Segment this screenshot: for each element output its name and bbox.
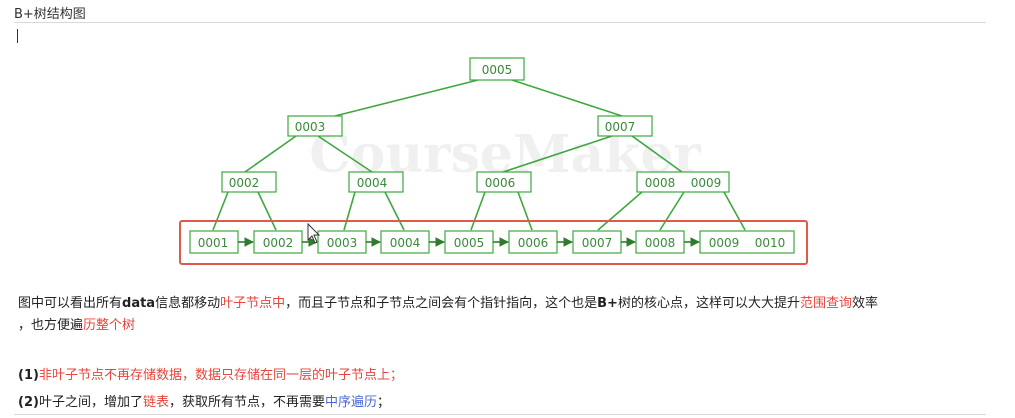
leaf-node-6: 0006 [508,230,558,254]
leaf-node-1-label: 0001 [198,236,229,250]
list-item-2-highlight-linkedlist: 链表 [142,395,169,410]
leaf-node-9-key1: 0009 [709,236,740,250]
page-title: B+树结构图 [14,7,86,22]
para-text-1: 图中可以看出所有 [18,296,123,311]
edge-0003-0004 [317,135,373,173]
list-item-2: (2)叶子之间，增加了链表，获取所有节点，不再需要中序遍历； [18,394,390,412]
node-level2-d: 0008 0009 [636,171,730,193]
list-item-1-prefix: (1) [18,368,39,383]
leaf-node-4-label: 0004 [390,236,421,250]
mouse-cursor-icon [307,222,321,244]
leaf-node-6-label: 0006 [518,236,549,250]
leaf-node-7-label: 0007 [582,236,613,250]
para-text-3: ，而且子节点和子节点之间会有个指针指向，这个也是 [285,296,598,311]
leaf-node-9-key2: 0010 [755,236,786,250]
leaf-node-5: 0005 [444,230,494,254]
edge-0004-leaf4 [384,191,405,231]
edge-0009-leaf9 [723,191,746,231]
list-item-1-text: 非叶子节点不再存储数据，数据只存储在同一层的叶子节点上； [38,368,403,383]
leaf-node-1: 0001 [189,230,239,254]
description-paragraph: 图中可以看出所有data信息都移动叶子节点中，而且子节点和子节点之间会有个指针指… [18,293,993,337]
node-level1-b-label: 0007 [605,120,636,134]
node-level2-d-key2: 0009 [691,176,722,190]
node-level2-a: 0002 [221,171,277,193]
edge-0002-leaf1 [212,191,229,231]
node-level2-c-label: 0006 [485,176,516,190]
para-highlight-leaf: 叶子节点中 [220,296,286,311]
list-item-2-highlight-inorder: 中序遍历 [324,395,377,410]
leaf-node-8: 0008 [635,230,685,254]
edge-0006-leaf6 [517,191,533,231]
edge-0008-leaf8 [659,191,685,231]
para-text-2: 信息都移动 [155,296,221,311]
leaf-level-highlight [179,220,808,265]
edge-0004-leaf3 [343,191,356,231]
leaf-node-4: 0004 [380,230,430,254]
node-level2-b: 0004 [348,171,404,193]
leaf-node-5-label: 0005 [454,236,485,250]
para-text-4: 树的核心点，这样可以大大提升 [617,296,800,311]
node-level1-a-label: 0003 [295,120,326,134]
node-level2-c: 0006 [476,171,532,193]
list-item-2-text-3: ； [377,395,391,410]
list-item-2-prefix: (2) [18,395,39,410]
list-item-1: (1)非叶子节点不再存储数据，数据只存储在同一层的叶子节点上； [18,367,403,385]
title-divider [14,22,986,23]
node-level2-a-label: 0002 [229,176,260,190]
leaf-node-3-label: 0003 [327,236,358,250]
edge-0008-leaf7 [597,191,643,231]
leaf-node-9: 0009 0010 [699,230,795,254]
node-level1-b: 0007 [597,115,653,137]
leaf-node-2: 0002 [253,230,303,254]
leaf-node-2-label: 0002 [263,236,294,250]
para-text-bplus: B+ [597,296,618,311]
para-highlight-range: 范围查询 [799,296,852,311]
para-highlight-traverse: 历整个树 [83,318,136,333]
para-text-6: ，也方便遍 [18,318,84,333]
para-text-data: data [122,296,156,311]
node-level2-d-key1: 0008 [645,176,676,190]
list-item-2-text-2: ，获取所有节点，不再需要 [168,395,325,410]
leaf-node-8-label: 0008 [645,236,676,250]
node-level1-a: 0003 [287,115,343,137]
node-root-label: 0005 [482,63,513,77]
edge-0005-0003 [334,79,479,117]
leaf-node-3: 0003 [317,230,367,254]
edge-0006-leaf5 [470,191,486,231]
edge-0002-leaf2 [257,191,277,231]
para-text-5: 效率 [851,296,878,311]
bottom-divider [14,414,986,415]
tree-edges [212,79,746,231]
leaf-node-7: 0007 [572,230,622,254]
node-level2-b-label: 0004 [357,176,388,190]
list-item-2-text-1: 叶子之间，增加了 [38,395,143,410]
node-root: 0005 [469,57,525,81]
text-cursor [17,29,18,43]
edge-0003-0002 [244,135,297,173]
edge-0005-0007 [511,79,623,117]
edge-0007-0006 [502,135,613,173]
edge-0007-0008-0009 [631,135,683,173]
